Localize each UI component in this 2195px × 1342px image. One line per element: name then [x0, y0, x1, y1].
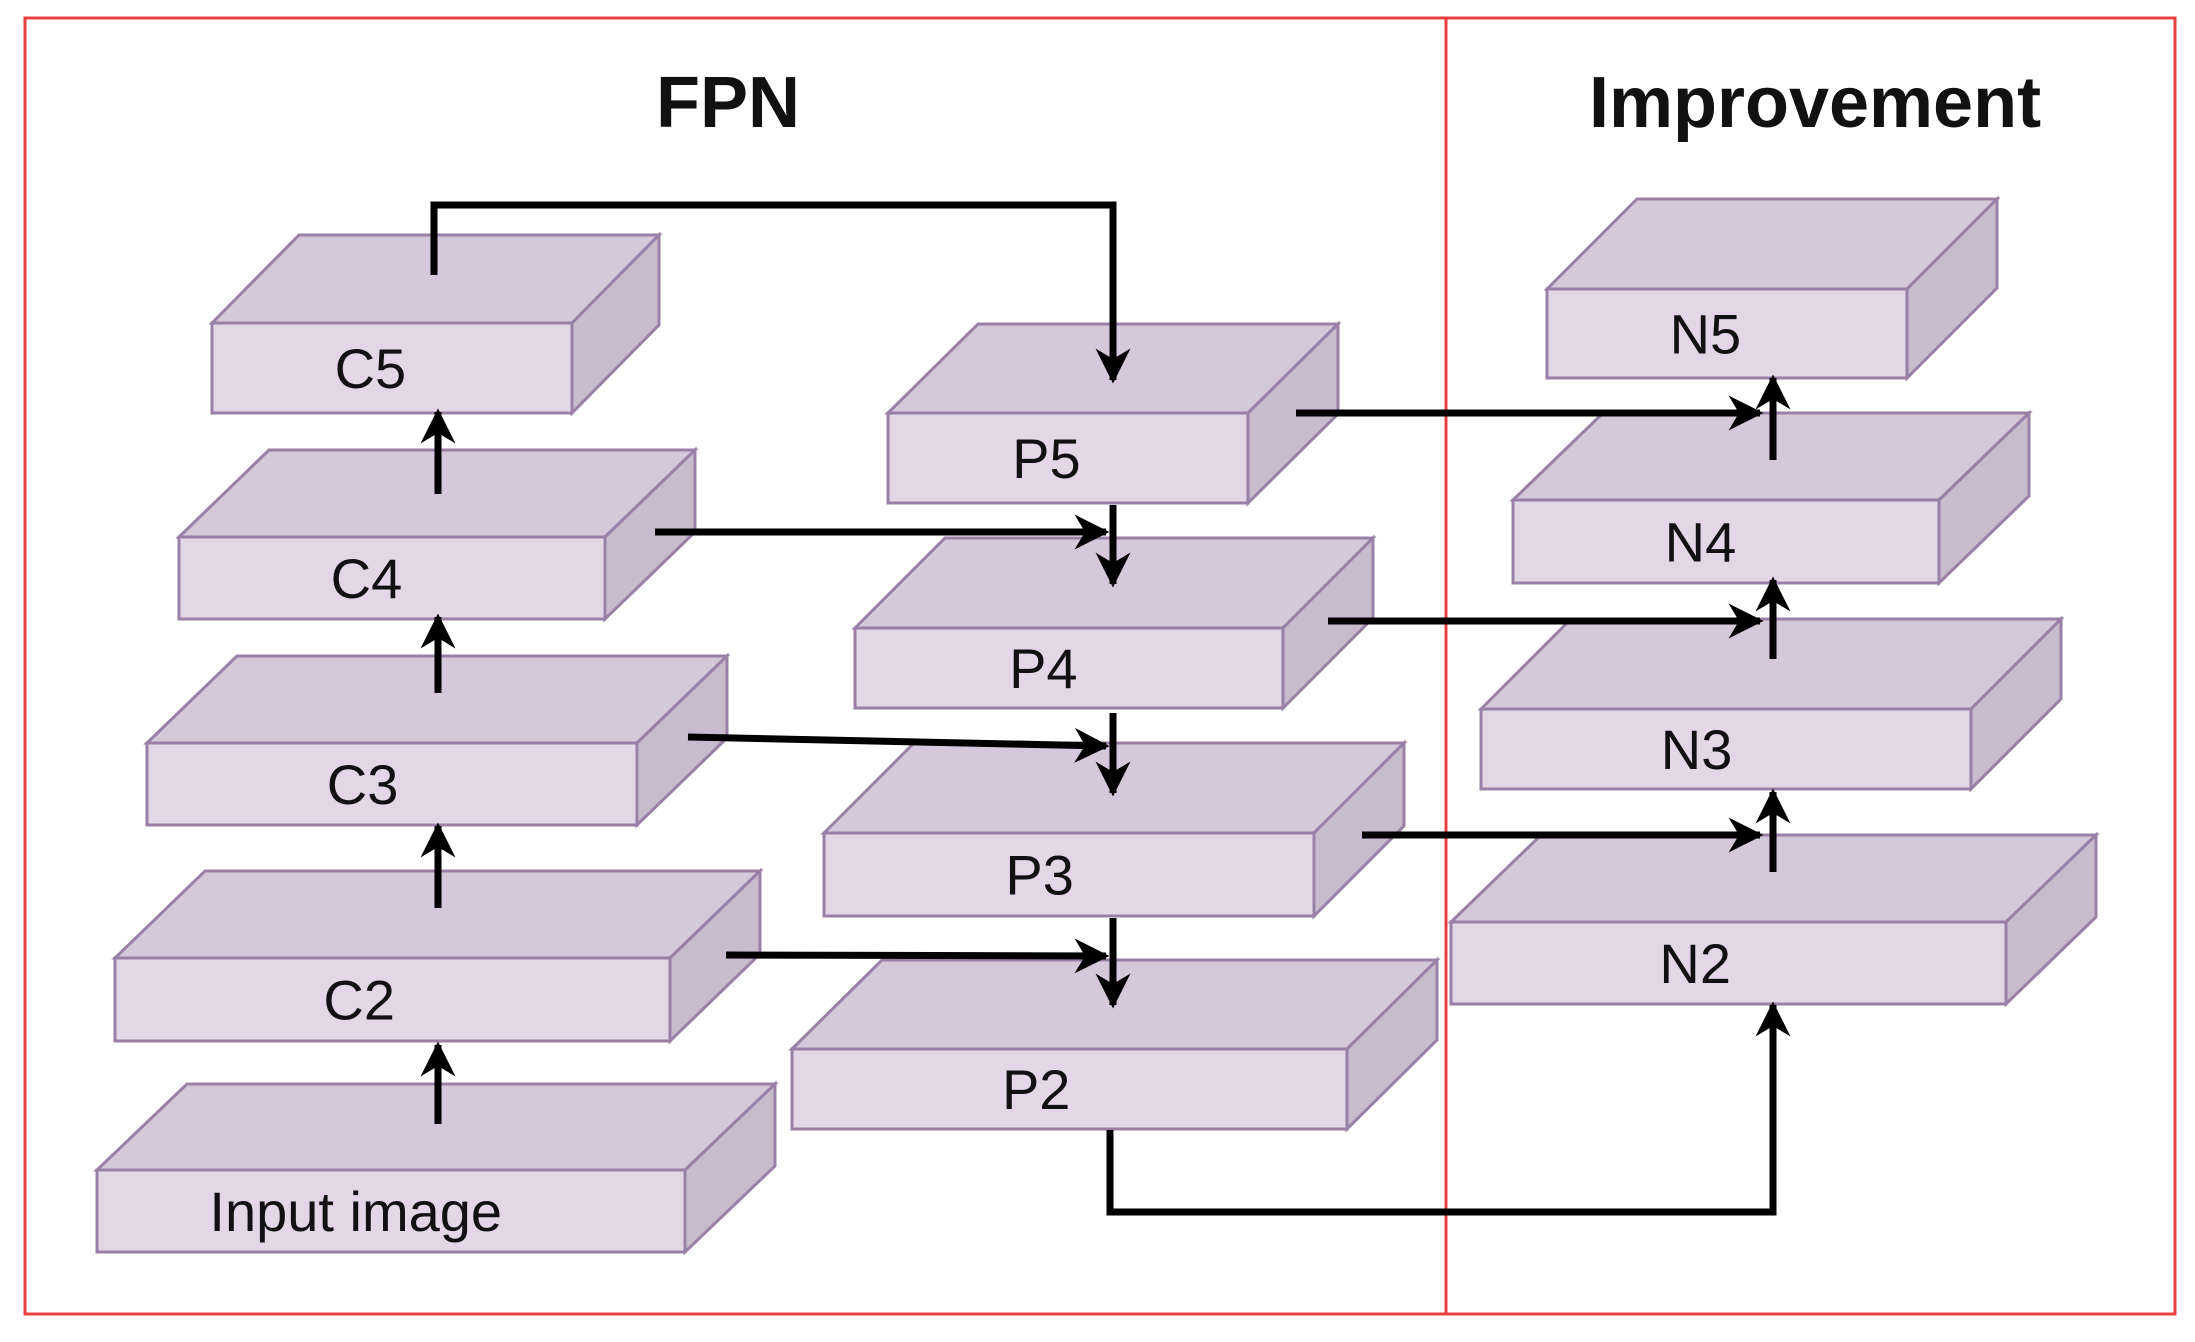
- block-c4-label: C4: [331, 547, 403, 610]
- block-p5-label: P5: [1012, 427, 1081, 490]
- block-n2: N2: [1447, 831, 2100, 1008]
- block-n2-label: N2: [1659, 932, 1731, 995]
- block-c4-front-face: [177, 535, 607, 621]
- block-p4-front-face: [853, 626, 1285, 710]
- block-n5-front-face: [1545, 287, 1909, 380]
- arrow-c2-to-p2: [725, 938, 1110, 974]
- block-n5-label: N5: [1670, 303, 1742, 366]
- block-p2-label: P2: [1002, 1058, 1071, 1121]
- block-c2: C2: [111, 867, 764, 1045]
- block-input-label: Input image: [209, 1180, 502, 1243]
- block-input: Input image: [93, 1080, 779, 1256]
- block-input-front-face: [95, 1168, 687, 1254]
- block-n3-front-face: [1479, 707, 1973, 791]
- block-p2-front-face: [790, 1047, 1349, 1131]
- block-c2-front-face: [113, 956, 672, 1043]
- improvement-section-title: Improvement: [1589, 63, 2041, 143]
- block-c2-label: C2: [323, 969, 395, 1032]
- outer-frame: [23, 16, 2177, 1316]
- block-c5: C5: [208, 231, 663, 417]
- block-p3-front-face: [822, 831, 1316, 918]
- block-c5-front-face: [210, 321, 574, 415]
- block-n2-front-face: [1449, 920, 2008, 1006]
- frame-group: [23, 16, 2177, 1316]
- block-n3: N3: [1477, 615, 2065, 793]
- block-c5-label: C5: [335, 337, 407, 400]
- arrow-c5-to-p5: [430, 201, 1131, 384]
- block-n4-label: N4: [1665, 511, 1737, 574]
- block-p4-label: P4: [1009, 637, 1078, 700]
- fpn-section-title: FPN: [656, 63, 800, 143]
- block-n4-front-face: [1511, 498, 1941, 585]
- arrow-p2-to-n2: [1106, 1001, 1791, 1216]
- block-p5: P5: [884, 320, 1342, 507]
- connection-layer: [420, 201, 1791, 1216]
- block-c3-label: C3: [327, 753, 399, 816]
- arrow-c3-to-p3: [687, 727, 1110, 763]
- block-n5: N5: [1543, 195, 2001, 382]
- block-c3: C3: [143, 652, 731, 829]
- block-c3-front-face: [145, 741, 639, 827]
- block-p3-label: P3: [1005, 844, 1074, 907]
- block-n3-label: N3: [1661, 718, 1733, 781]
- block-p5-front-face: [886, 411, 1250, 505]
